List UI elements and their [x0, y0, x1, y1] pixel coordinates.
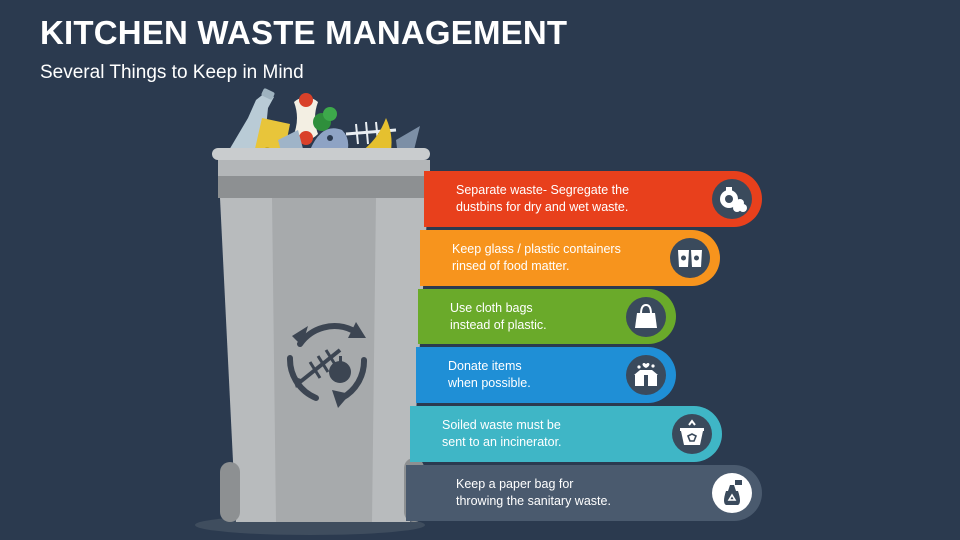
- tip-bar-4: Donate items when possible.: [416, 347, 676, 403]
- tip-text: Keep a paper bag for throwing the sanita…: [456, 477, 611, 508]
- sack-icon: [712, 179, 752, 219]
- tip-bar-5: Soiled waste must be sent to an incinera…: [410, 406, 722, 462]
- tip-text: Use cloth bags instead of plastic.: [450, 300, 547, 332]
- recycle-bag-icon: [712, 473, 752, 513]
- tip-text: Donate items when possible.: [448, 359, 531, 390]
- tip-text: Keep glass / plastic containers rinsed o…: [452, 242, 621, 273]
- cups-icon: [670, 238, 710, 278]
- tip-bar-2: Keep glass / plastic containers rinsed o…: [420, 230, 720, 286]
- shopping-bag-icon: [626, 296, 666, 337]
- slide-title: KITCHEN WASTE MANAGEMENT: [40, 14, 568, 51]
- slide-subtitle: Several Things to Keep in Mind: [40, 62, 304, 83]
- tip-bar-1: Separate waste- Segregate the dustbins f…: [424, 171, 762, 227]
- recycle-bin-icon: [672, 414, 712, 454]
- tip-bar-3: Use cloth bags instead of plastic.: [418, 289, 676, 344]
- donation-box-icon: [626, 355, 666, 395]
- tip-bar-6: Keep a paper bag for throwing the sanita…: [406, 465, 762, 521]
- tip-text: Separate waste- Segregate the dustbins f…: [456, 183, 630, 214]
- tip-text: Soiled waste must be sent to an incinera…: [442, 418, 562, 449]
